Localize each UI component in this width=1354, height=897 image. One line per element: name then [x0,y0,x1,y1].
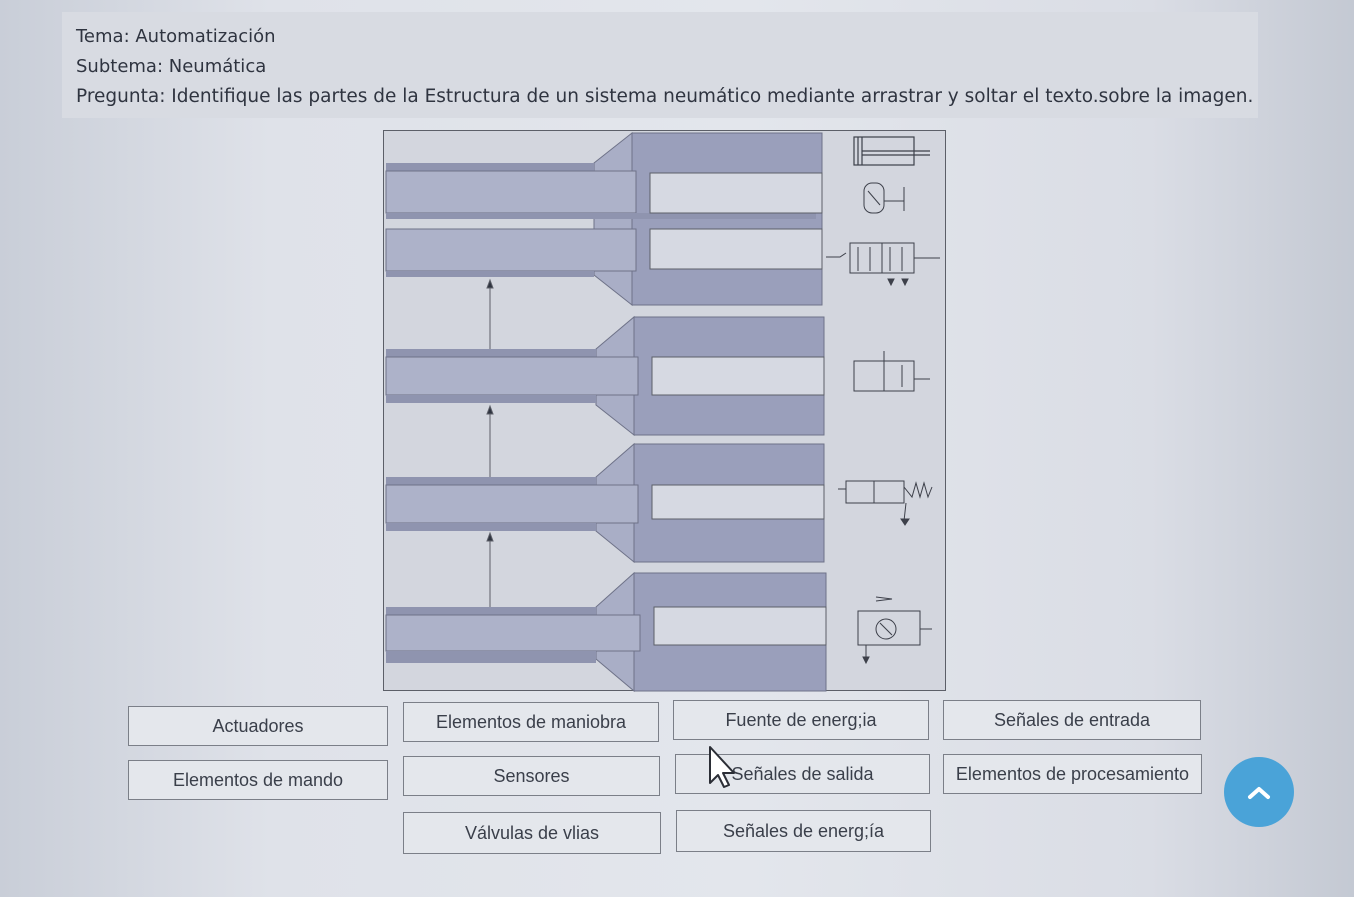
pneumatic-structure-diagram [383,130,946,692]
label-elementos-de-mando[interactable]: Elementos de mando [128,760,388,800]
label-sensores[interactable]: Sensores [403,756,660,796]
air-supply-unit-icon [857,596,932,665]
question-header: Tema: Automatización Subtema: Neumática … [62,12,1258,118]
drop-zone-row-3[interactable] [385,442,825,564]
label-elementos-de-maniobra[interactable]: Elementos de maniobra [403,702,659,742]
diagram-graphic [385,131,940,692]
drop-zone-row-2[interactable] [385,315,825,437]
valve-3-2-icon [853,351,930,392]
label-elementos-de-procesamiento[interactable]: Elementos de procesamiento [943,754,1202,794]
mouse-pointer-icon [709,746,735,788]
scroll-to-top-button[interactable] [1224,757,1294,827]
label-valvulas-de-vias[interactable]: Válvulas de vlias [403,812,661,854]
label-actuadores[interactable]: Actuadores [128,706,388,746]
drop-zone-row-4[interactable] [385,571,827,692]
flow-control-valve-icon [863,182,905,214]
label-fuente-de-energia[interactable]: Fuente de energ;ia [673,700,929,740]
question-text: Pregunta: Identifique las partes de la E… [76,86,1254,107]
topic-text: Tema: Automatización [76,26,276,47]
chevron-up-icon [1248,787,1270,799]
label-senales-de-energia[interactable]: Señales de energ;ía [676,810,931,852]
directional-valve-5-2-icon [826,242,940,287]
cylinder-icon [853,136,930,166]
label-senales-de-entrada[interactable]: Señales de entrada [943,700,1201,740]
pushbutton-valve-icon [838,480,933,526]
drop-zone-row-1[interactable] [385,131,823,307]
subtopic-text: Subtema: Neumática [76,56,267,77]
signal-lines [486,278,494,607]
